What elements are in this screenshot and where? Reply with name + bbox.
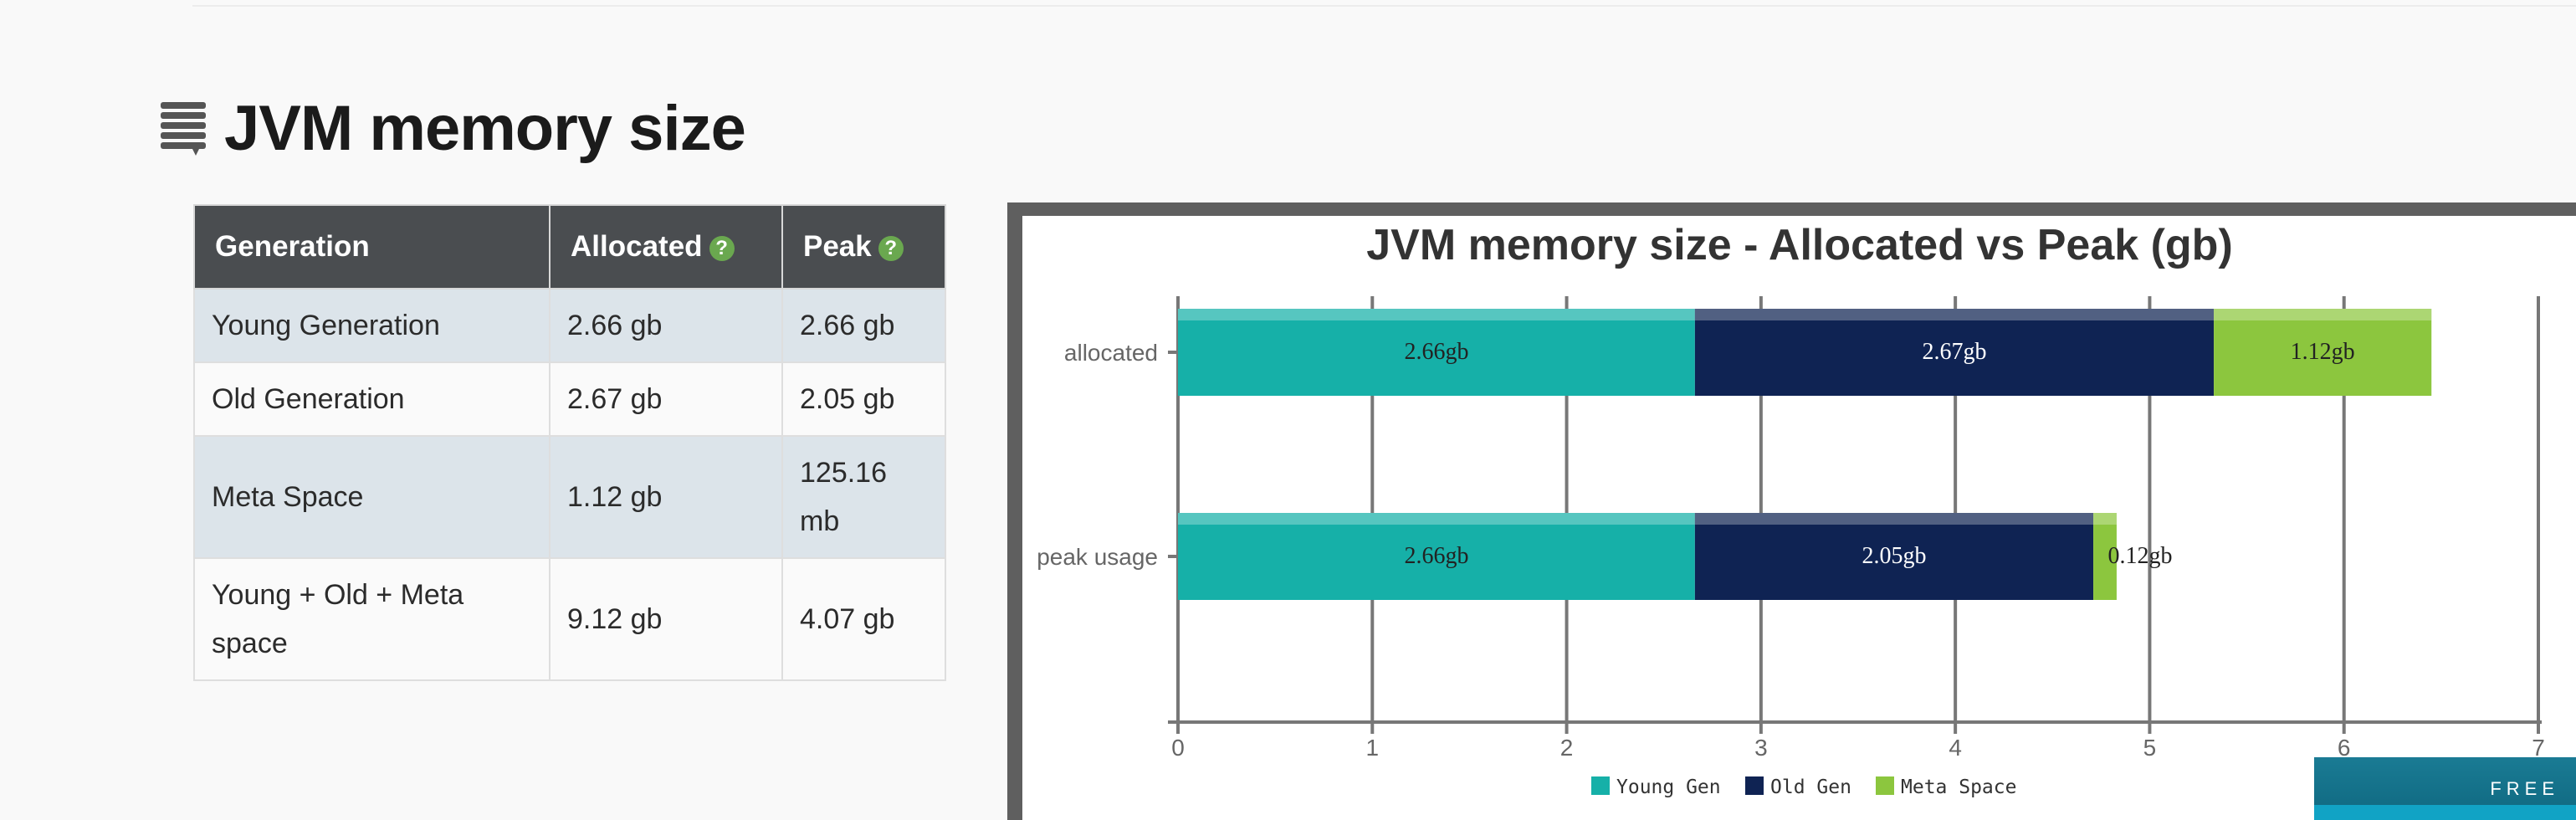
table-header-row: Generation Allocated? Peak? xyxy=(193,204,946,290)
cell-generation: Meta Space xyxy=(193,435,551,559)
column-header-generation: Generation xyxy=(193,204,551,290)
header-label: Allocated xyxy=(571,230,703,263)
chart-area: JVM memory size - Allocated vs Peak (gb)… xyxy=(1022,216,2576,820)
column-header-allocated: Allocated? xyxy=(549,204,783,290)
help-icon[interactable]: ? xyxy=(709,235,735,261)
data-label: 0.12gb xyxy=(2107,543,2172,569)
cell-allocated: 2.67 gb xyxy=(549,361,783,437)
bar-bevel xyxy=(2093,513,2117,525)
bar-segment xyxy=(1694,309,2215,396)
x-tick-label: 0 xyxy=(1171,735,1185,761)
category-label: allocated xyxy=(1064,340,1158,366)
data-label: 1.12gb xyxy=(2291,339,2355,365)
banner-label: FREE xyxy=(2490,777,2559,799)
category-label: peak usage xyxy=(1037,544,1158,570)
section-heading: JVM memory size xyxy=(159,90,746,166)
free-banner[interactable]: FREE xyxy=(2314,757,2576,820)
help-icon[interactable]: ? xyxy=(878,235,904,261)
data-label: 2.67gb xyxy=(1922,339,1986,365)
top-divider xyxy=(192,5,2576,7)
header-label: Peak xyxy=(803,230,872,263)
bar-segment xyxy=(2093,513,2117,600)
x-tick-label: 2 xyxy=(1560,735,1574,761)
data-label: 2.66gb xyxy=(1404,339,1468,365)
cell-generation: Young Generation xyxy=(193,288,551,363)
table-row: Young + Old + Meta space 9.12 gb 4.07 gb xyxy=(193,557,946,681)
memory-chart: JVM memory size - Allocated vs Peak (gb)… xyxy=(1037,221,2545,798)
legend-swatch xyxy=(1591,776,1610,795)
bar-bevel xyxy=(1178,513,1695,525)
bar-segment xyxy=(1178,513,1695,600)
table-row: Meta Space 1.12 gb 125.16 mb xyxy=(193,435,946,559)
cell-allocated: 1.12 gb xyxy=(549,435,783,559)
cell-peak: 2.66 gb xyxy=(781,288,946,363)
x-tick-label: 6 xyxy=(2338,735,2351,761)
chart-frame: JVM memory size - Allocated vs Peak (gb)… xyxy=(1007,202,2576,820)
comment-icon xyxy=(161,102,206,156)
x-tick-label: 4 xyxy=(1949,735,1962,761)
cell-peak: 125.16 mb xyxy=(781,435,946,559)
bar-segment xyxy=(1694,513,2094,600)
bar-segment xyxy=(2214,309,2432,396)
page-title: JVM memory size xyxy=(224,92,746,164)
table-row: Old Generation 2.67 gb 2.05 gb xyxy=(193,361,946,437)
bar-bevel xyxy=(2214,309,2432,320)
x-tick-label: 5 xyxy=(2143,735,2157,761)
cell-generation: Old Generation xyxy=(193,361,551,437)
legend-swatch xyxy=(1876,776,1894,795)
x-tick-label: 7 xyxy=(2532,735,2545,761)
chart-title: JVM memory size - Allocated vs Peak (gb) xyxy=(1366,221,2233,269)
header-label: Generation xyxy=(215,230,370,263)
legend-swatch xyxy=(1745,776,1764,795)
cell-allocated: 9.12 gb xyxy=(549,557,783,681)
bar-bevel xyxy=(1694,309,2215,320)
bar-bevel xyxy=(1178,309,1695,320)
bar-segment xyxy=(1178,309,1695,396)
legend-label: Old Gen xyxy=(1770,776,1851,798)
cell-allocated: 2.66 gb xyxy=(549,288,783,363)
x-tick-label: 3 xyxy=(1754,735,1768,761)
legend-label: Meta Space xyxy=(1901,776,2016,798)
table-row: Young Generation 2.66 gb 2.66 gb xyxy=(193,288,946,363)
column-header-peak: Peak? xyxy=(781,204,946,290)
x-tick-label: 1 xyxy=(1365,735,1379,761)
cell-generation: Young + Old + Meta space xyxy=(193,557,551,681)
cell-peak: 4.07 gb xyxy=(781,557,946,681)
data-label: 2.66gb xyxy=(1404,543,1468,569)
cell-peak: 2.05 gb xyxy=(781,361,946,437)
bar-bevel xyxy=(1694,513,2094,525)
legend-label: Young Gen xyxy=(1616,776,1721,798)
memory-table: Generation Allocated? Peak? Young Genera… xyxy=(193,204,946,681)
data-label: 2.05gb xyxy=(1862,543,1926,569)
